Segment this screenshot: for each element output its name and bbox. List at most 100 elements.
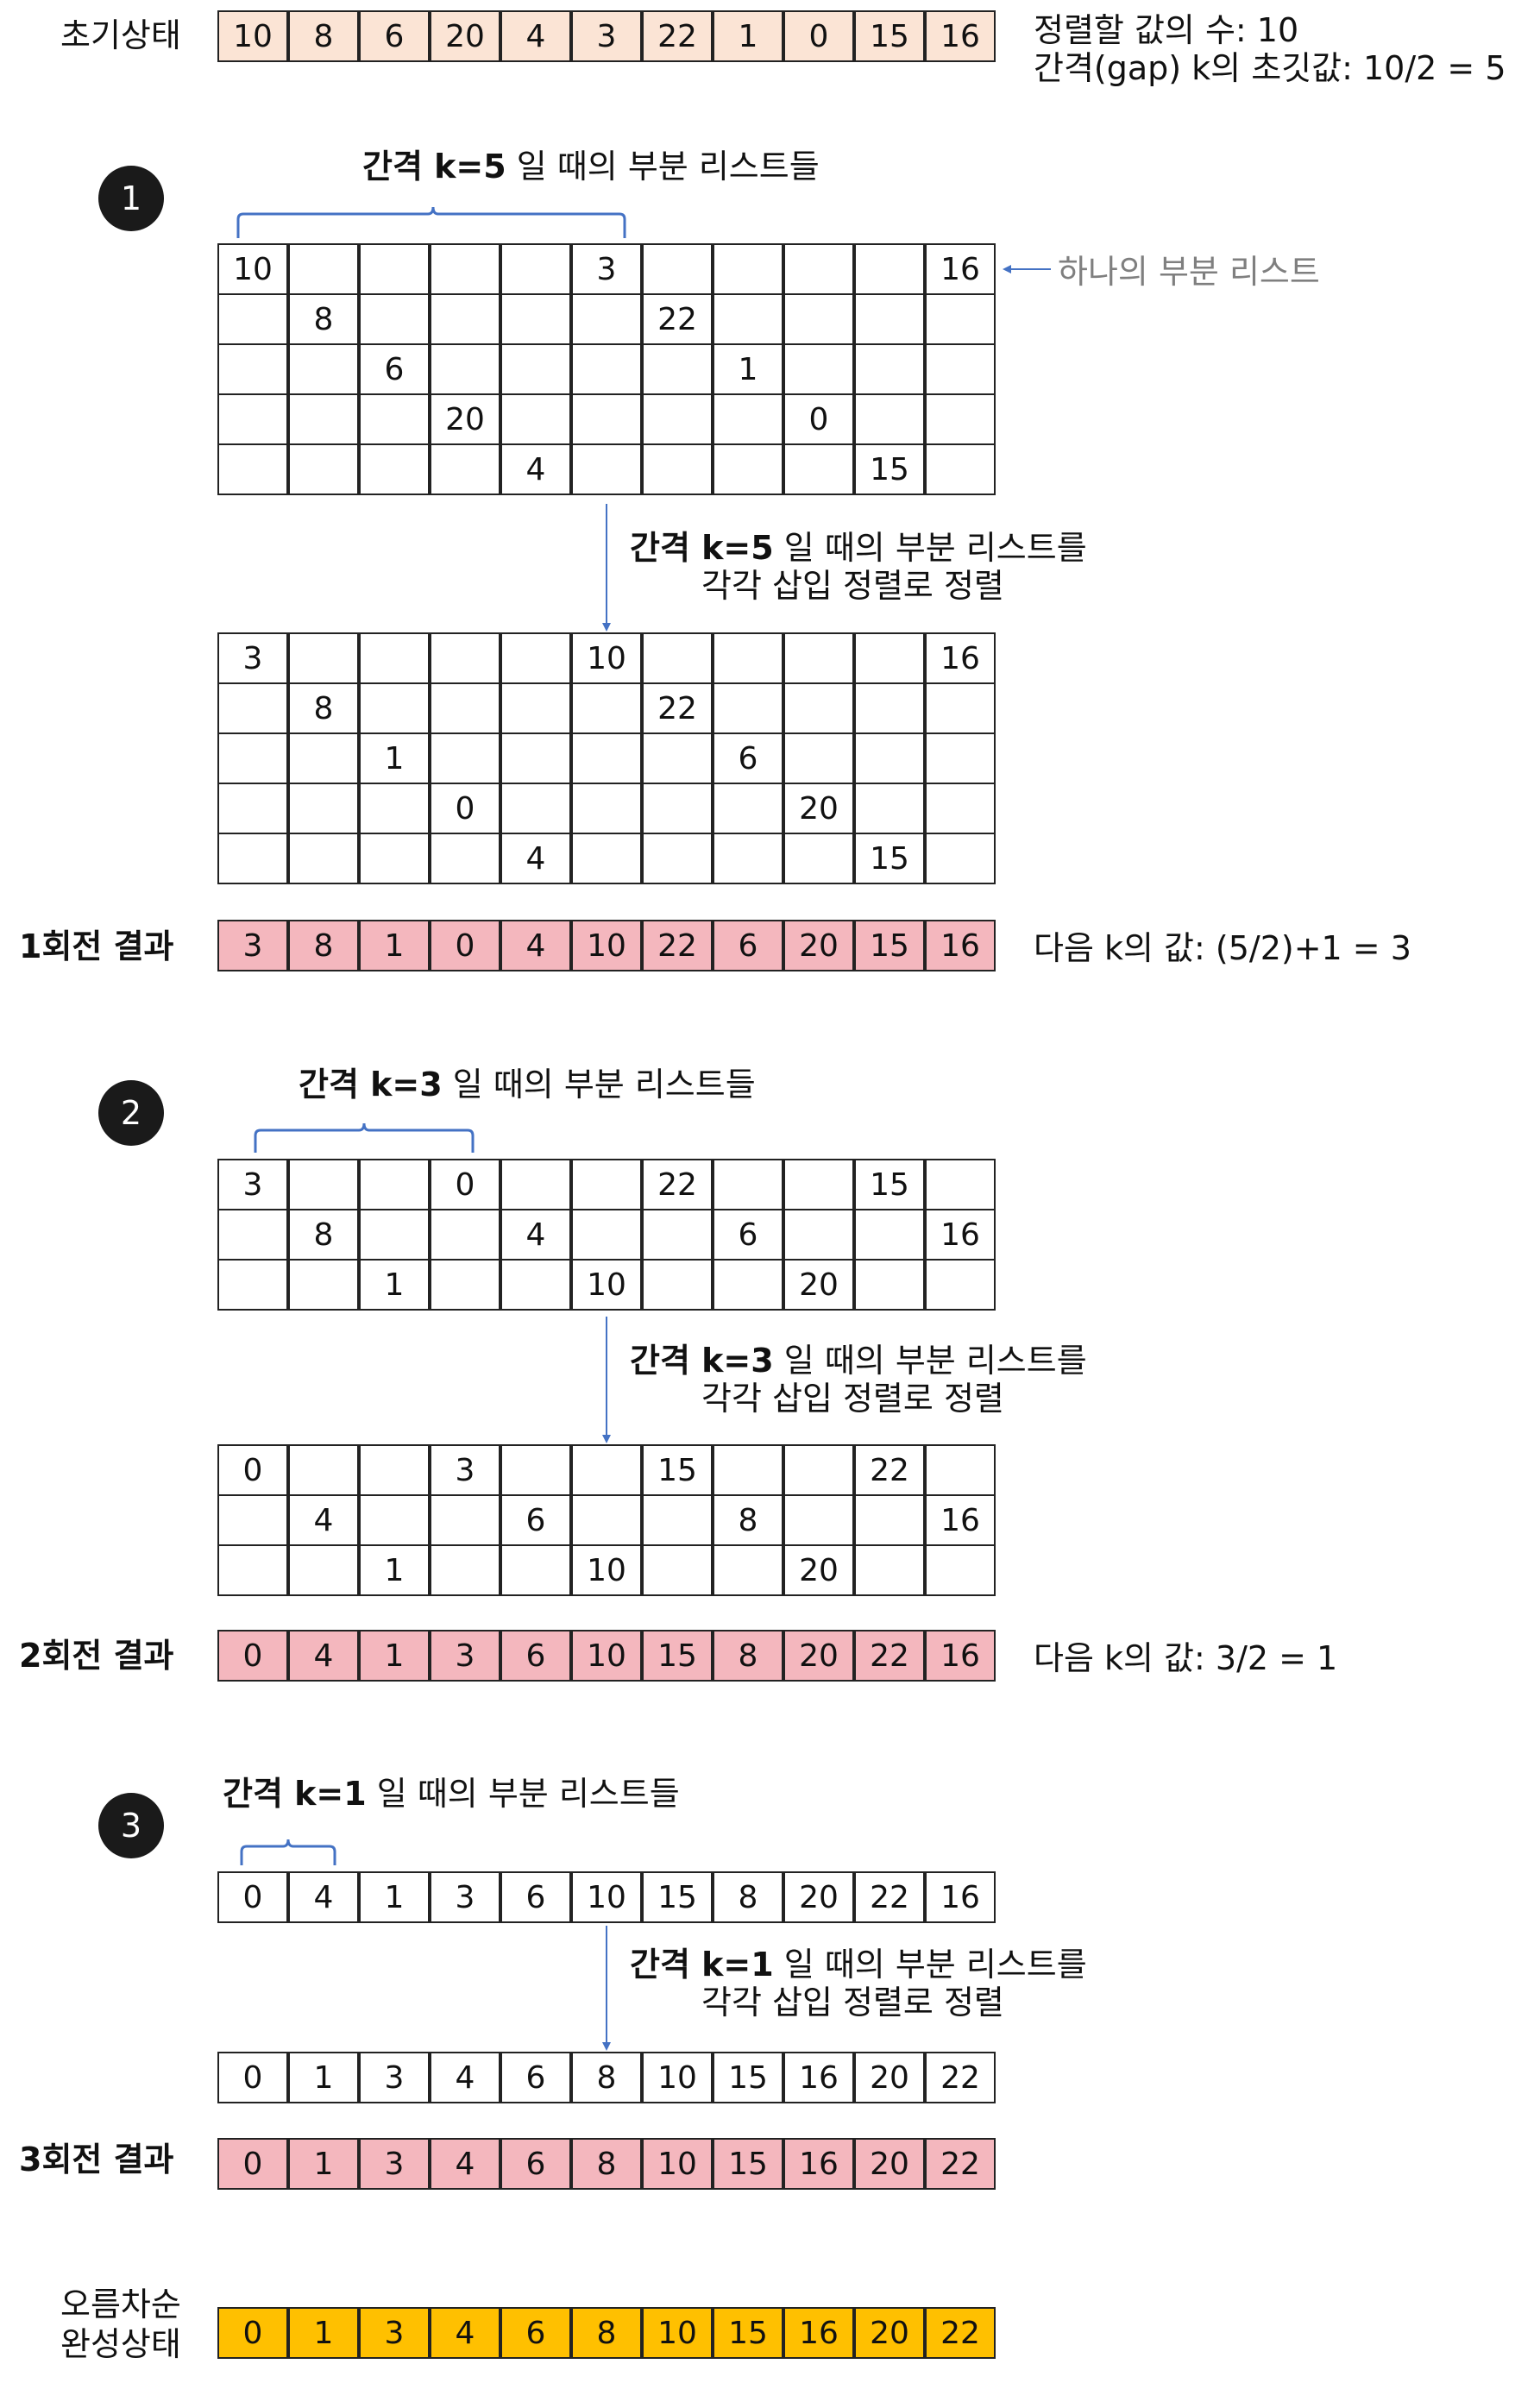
- array-cell: [925, 393, 996, 445]
- array-cell: 20: [430, 393, 500, 445]
- array-cell: [713, 1544, 783, 1596]
- array-cell: [288, 1444, 359, 1496]
- array-cell: 15: [713, 2307, 783, 2359]
- array-cell: [713, 443, 783, 495]
- array-cell: 10: [571, 1871, 642, 1923]
- array-cell: [854, 293, 925, 345]
- array-cell: [854, 1259, 925, 1311]
- array-cell: [430, 343, 500, 395]
- array-cell: 20: [854, 2138, 925, 2190]
- array-cell: 3: [359, 2138, 430, 2190]
- array-cell: 10: [571, 1544, 642, 1596]
- array-cell: [783, 293, 854, 345]
- array-cell: 4: [430, 2307, 500, 2359]
- array-cell: [783, 1494, 854, 1546]
- array-cell: [854, 682, 925, 734]
- array-cell: 4: [430, 2138, 500, 2190]
- array-cell: 1: [288, 2052, 359, 2103]
- array-cell: 20: [783, 1544, 854, 1596]
- array-cell: [359, 443, 430, 495]
- array-cell: 0: [217, 1871, 288, 1923]
- array-cell: [217, 393, 288, 445]
- array-cell: 1: [359, 1871, 430, 1923]
- array-cell: 8: [288, 682, 359, 734]
- array-cell: 22: [854, 1444, 925, 1496]
- array-cell: 20: [783, 1259, 854, 1311]
- array-cell: [571, 1159, 642, 1210]
- array-cell: 8: [571, 2138, 642, 2190]
- array-cell: [642, 343, 713, 395]
- array-cell: [430, 732, 500, 784]
- array-cell: 20: [783, 1630, 854, 1682]
- array-cell: 0: [217, 1444, 288, 1496]
- array-cell: [571, 393, 642, 445]
- array-cell: 16: [925, 1630, 996, 1682]
- array-cell: [713, 1444, 783, 1496]
- array-cell: 22: [854, 1871, 925, 1923]
- array-cell: [783, 1209, 854, 1261]
- array-cell: 16: [783, 2138, 854, 2190]
- array-cell: [288, 393, 359, 445]
- array-cell: 4: [500, 10, 571, 62]
- array-cell: 22: [854, 1630, 925, 1682]
- round-1-step-rest: 일 때의 부분 리스트를: [773, 529, 1087, 567]
- array-cell: [430, 1259, 500, 1311]
- array-cell: 6: [713, 732, 783, 784]
- array-cell: [288, 243, 359, 295]
- sublist-note: 하나의 부분 리스트: [1058, 253, 1320, 291]
- array-cell: [500, 1159, 571, 1210]
- array-cell: 15: [642, 1444, 713, 1496]
- round-1-badge: 1: [98, 166, 164, 231]
- array-cell: [500, 393, 571, 445]
- array-cell: [359, 783, 430, 834]
- array-cell: [642, 243, 713, 295]
- array-cell: [854, 632, 925, 684]
- array-cell: [217, 1494, 288, 1546]
- array-cell: 4: [430, 2052, 500, 2103]
- array-cell: [571, 293, 642, 345]
- array-cell: [854, 1544, 925, 1596]
- array-cell: 10: [571, 1630, 642, 1682]
- array-cell: 3: [430, 1630, 500, 1682]
- array-cell: [783, 443, 854, 495]
- array-cell: 20: [854, 2052, 925, 2103]
- array-cell: 10: [642, 2052, 713, 2103]
- array-cell: 10: [217, 243, 288, 295]
- array-cell: [713, 393, 783, 445]
- array-cell: 3: [571, 10, 642, 62]
- array-cell: [642, 783, 713, 834]
- array-cell: [642, 833, 713, 884]
- array-cell: 15: [854, 1159, 925, 1210]
- array-cell: 1: [359, 1544, 430, 1596]
- array-cell: [854, 732, 925, 784]
- array-cell: [854, 393, 925, 445]
- round-1-bracket: [236, 206, 626, 238]
- array-cell: 20: [783, 920, 854, 971]
- array-cell: 22: [642, 920, 713, 971]
- array-cell: [288, 732, 359, 784]
- round-1-step-line-1: 간격 k=5 일 때의 부분 리스트를: [630, 531, 1087, 564]
- array-cell: 10: [571, 920, 642, 971]
- array-cell: [642, 1209, 713, 1261]
- round-2-title-bold: 간격 k=3: [299, 1066, 443, 1103]
- array-cell: [500, 632, 571, 684]
- array-cell: [288, 343, 359, 395]
- array-cell: 15: [713, 2052, 783, 2103]
- array-cell: [925, 732, 996, 784]
- array-cell: 6: [359, 10, 430, 62]
- array-cell: [571, 1494, 642, 1546]
- array-cell: 0: [783, 10, 854, 62]
- array-cell: [430, 1544, 500, 1596]
- array-cell: 10: [571, 1259, 642, 1311]
- array-cell: [925, 443, 996, 495]
- array-cell: [713, 293, 783, 345]
- array-cell: [854, 1209, 925, 1261]
- array-cell: [783, 682, 854, 734]
- array-cell: [217, 1544, 288, 1596]
- round-2-title: 간격 k=3 일 때의 부분 리스트들: [299, 1068, 756, 1101]
- array-cell: [288, 632, 359, 684]
- array-cell: [925, 682, 996, 734]
- array-cell: [642, 393, 713, 445]
- array-cell: 6: [359, 343, 430, 395]
- round-3-title: 간격 k=1 일 때의 부분 리스트들: [223, 1777, 680, 1810]
